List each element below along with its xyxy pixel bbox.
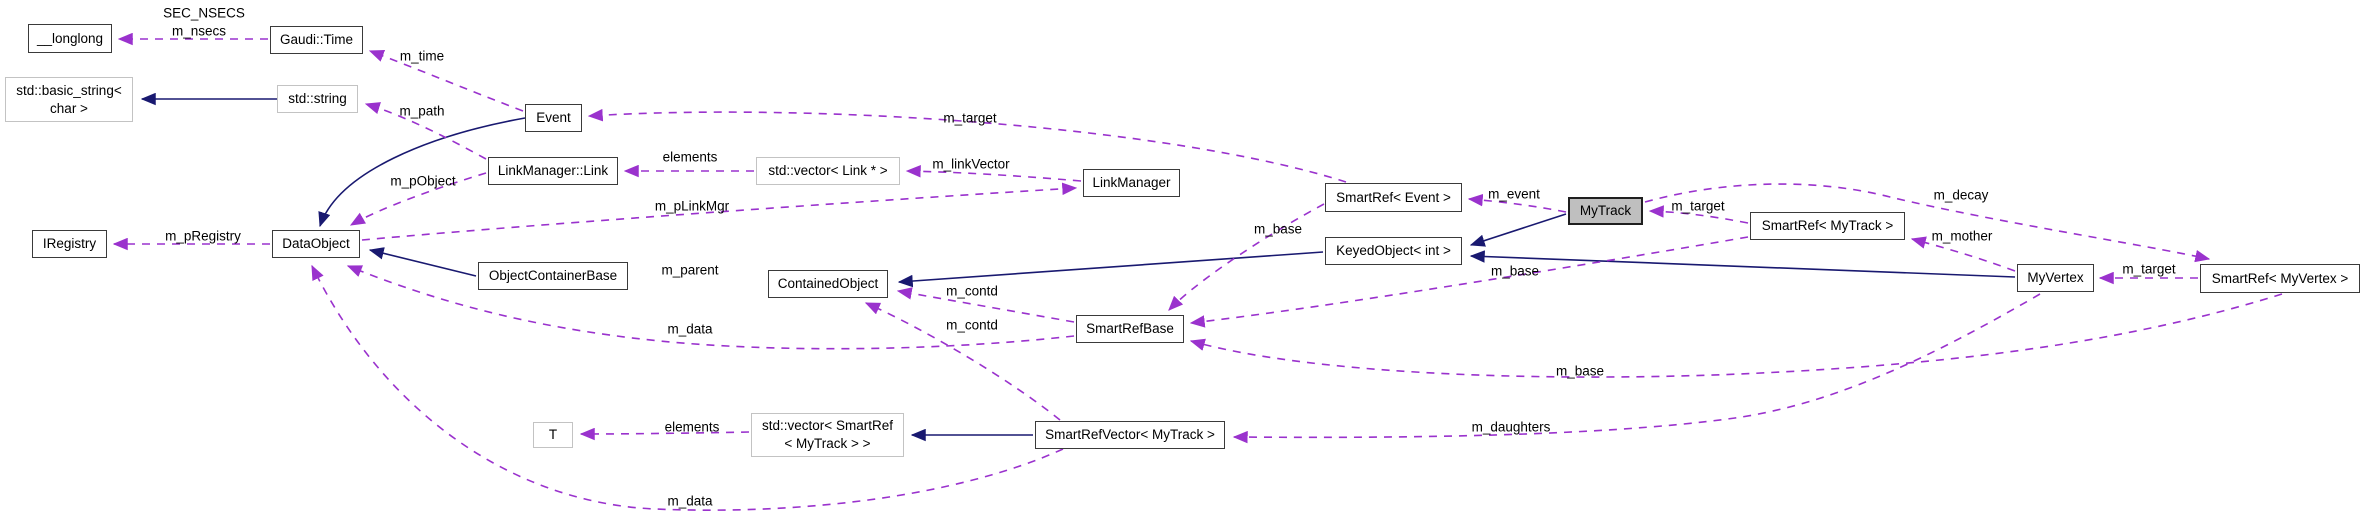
edge-smartrefmytrack-smartrefbase: [1189, 236, 1749, 328]
edge-objectcontainerbase-dataobject: [368, 247, 477, 277]
edge-label-m-decay: m_decay: [1933, 187, 1989, 203]
edge-label-m-mother: m_mother: [1931, 228, 1993, 244]
edge-smartrefmytrack-mytrack: [1648, 205, 1749, 224]
edge-mytrack-smartrefmyvertex: [1644, 183, 2211, 263]
edge-label-m-base-1: m_base: [1253, 221, 1303, 237]
node-event[interactable]: Event: [525, 104, 582, 132]
node-smartrefbase[interactable]: SmartRefBase: [1076, 315, 1184, 343]
edge-keyedobject-containedobject: [897, 251, 1324, 288]
edge-smartrefvector-dataobject: [311, 264, 1064, 511]
edge-label-m-data-2: m_data: [667, 493, 713, 509]
edge-label-m-daughters: m_daughters: [1471, 419, 1551, 435]
edge-label-elements-2: elements: [664, 419, 720, 435]
node-linkmanager-link[interactable]: LinkManager::Link: [488, 157, 618, 185]
edge-mytrack-keyedobject: [1469, 213, 1567, 247]
edge-label-m-target-3: m_target: [2122, 261, 2176, 277]
edge-event-dataobject: [318, 117, 526, 228]
node-keyedobject-int[interactable]: KeyedObject< int >: [1325, 237, 1462, 265]
edge-smartrefevent-event: [587, 108, 1347, 183]
edge-label-m-nsecs: m_nsecs: [171, 23, 227, 39]
edge-label-sec-nsecs: SEC_NSECS: [163, 5, 245, 21]
node-t: T: [533, 422, 573, 448]
edge-event-gauditime: [368, 50, 524, 112]
node-myvertex[interactable]: MyVertex: [2017, 264, 2094, 292]
edge-smartrefmyvertex-smartrefbase: [1189, 293, 2283, 378]
edge-label-m-target-2: m_target: [1671, 198, 1725, 214]
edge-smartrefevent-smartrefbase: [1168, 203, 1325, 311]
node-containedobject[interactable]: ContainedObject: [768, 270, 888, 298]
edge-myvertex-smartrefmytrack: [1910, 236, 2016, 272]
edge-label-m-pregistry: m_pRegistry: [165, 228, 241, 244]
node-iregistry[interactable]: IRegistry: [32, 230, 107, 258]
node-gaudi-time[interactable]: Gaudi::Time: [270, 26, 363, 54]
edge-label-m-base-2: m_base: [1490, 263, 1540, 279]
edge-label-elements-1: elements: [662, 149, 718, 165]
edge-label-m-event: m_event: [1488, 186, 1540, 202]
edge-label-m-target-1: m_target: [943, 110, 997, 126]
edge-label-m-linkvector: m_linkVector: [932, 156, 1010, 172]
edge-linkmanager-vectorlink: [905, 165, 1082, 182]
edge-label-m-contd-2: m_contd: [946, 317, 998, 333]
edge-label-m-base-3: m_base: [1555, 363, 1605, 379]
node-dataobject[interactable]: DataObject: [272, 230, 360, 258]
edge-label-m-plinkmgr: m_pLinkMgr: [654, 198, 730, 214]
node-objectcontainerbase[interactable]: ObjectContainerBase: [478, 262, 628, 290]
node-std-string: std::string: [277, 85, 358, 113]
edge-myvertex-keyedobject: [1469, 250, 2016, 278]
node-longlong[interactable]: __longlong: [28, 24, 112, 53]
edge-smartrefbase-dataobject: [346, 265, 1075, 350]
edge-vectorsmartref-t: [579, 427, 750, 441]
edge-label-m-parent: m_parent: [661, 262, 719, 278]
node-linkmanager[interactable]: LinkManager: [1083, 169, 1180, 197]
node-smartref-event[interactable]: SmartRef< Event >: [1325, 183, 1462, 212]
node-smartrefvector[interactable]: SmartRefVector< MyTrack >: [1035, 421, 1225, 449]
node-basic-string: std::basic_string< char >: [5, 77, 133, 122]
edge-dataobject-linkmanager: [361, 182, 1078, 241]
edge-myvertex-smartrefvector: [1232, 293, 2041, 444]
node-smartref-myvertex[interactable]: SmartRef< MyVertex >: [2200, 264, 2360, 293]
edge-smartrefvector-containedobject: [864, 302, 1061, 421]
edge-label-m-contd-1: m_contd: [946, 283, 998, 299]
node-smartref-mytrack[interactable]: SmartRef< MyTrack >: [1750, 212, 1905, 240]
node-vector-link: std::vector< Link * >: [756, 157, 900, 185]
edge-link-dataobject: [349, 172, 487, 226]
edge-mytrack-smartrefevent: [1467, 193, 1567, 213]
edge-label-m-pobject: m_pObject: [390, 173, 456, 189]
edge-label-m-data-1: m_data: [667, 321, 713, 337]
edge-label-m-time: m_time: [399, 48, 445, 64]
node-vector-smartref: std::vector< SmartRef < MyTrack > >: [751, 413, 904, 457]
node-mytrack: MyTrack: [1568, 197, 1643, 225]
edge-label-m-path: m_path: [399, 103, 445, 119]
edge-link-stdstring: [364, 102, 487, 160]
